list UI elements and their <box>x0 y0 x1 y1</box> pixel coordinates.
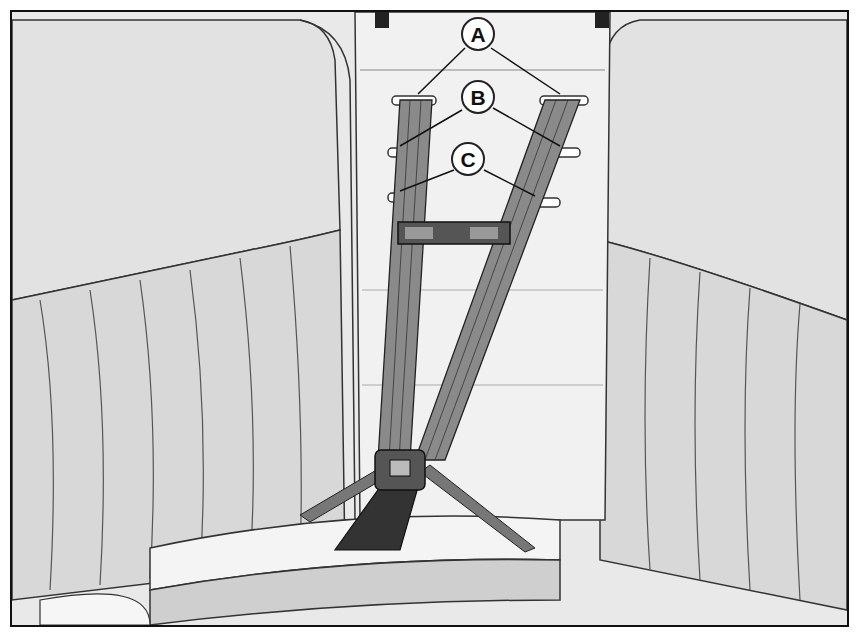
callout-circle: A <box>461 17 495 51</box>
callout-letter: C <box>460 149 475 170</box>
callout-circle: B <box>461 80 495 114</box>
callout-letter: A <box>470 24 485 45</box>
callout-letter: B <box>470 87 485 108</box>
callout-circle: C <box>451 142 485 176</box>
